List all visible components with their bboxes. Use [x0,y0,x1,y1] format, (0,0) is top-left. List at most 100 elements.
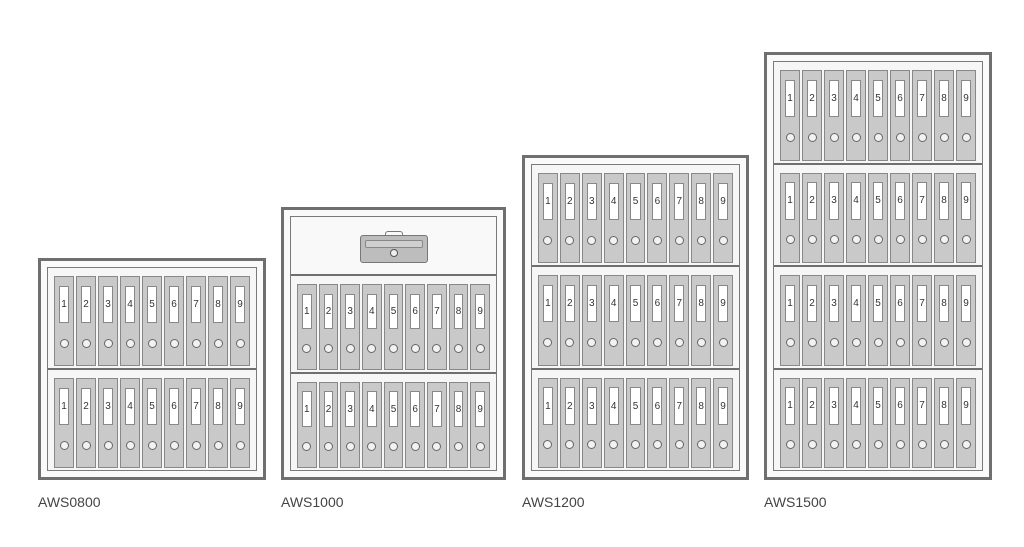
binder: 1 [780,275,800,366]
binder: 5 [625,377,646,468]
finger-hole-icon [917,235,927,245]
finger-hole-icon [565,338,575,348]
binder: 5 [868,70,888,161]
cash-box-lock [389,248,398,257]
finger-hole-icon [851,337,861,347]
binder: 7 [427,284,447,371]
finger-hole-icon [389,441,398,451]
binder-spine-label: 1 [784,182,796,220]
finger-hole-icon [785,440,795,450]
binder: 6 [405,382,426,468]
finger-hole-icon [829,235,839,245]
finger-hole-icon [961,337,971,347]
binder: 9 [956,275,976,366]
binder: 9 [956,377,976,468]
binder-spine-label: 6 [894,387,906,425]
finger-hole-icon [125,440,135,450]
finger-hole-icon [543,235,553,245]
binder: 2 [318,382,339,468]
binder-spine-label: 9 [718,387,729,425]
finger-hole-icon [587,440,597,450]
finger-hole-icon [169,440,179,450]
finger-hole-icon [631,235,640,245]
binder-spine-label: 2 [806,182,818,220]
binder: 4 [603,377,624,468]
binder: 4 [846,70,866,161]
finger-hole-icon [696,338,706,348]
binder-spine-label: 4 [608,387,619,425]
binder-spine-label: 2 [323,293,334,329]
finger-hole-icon [81,338,91,348]
binder: 7 [912,70,932,161]
binder-spine-label: 2 [564,182,575,220]
finger-hole-icon [851,132,861,142]
binder: 6 [890,275,910,366]
binder: 5 [383,382,404,468]
binder: 2 [802,377,822,468]
finger-hole-icon [873,440,883,450]
finger-hole-icon [609,235,619,245]
finger-hole-icon [718,440,728,450]
binder: 5 [868,275,888,366]
binder: 9 [470,382,491,468]
binder-spine-label: 3 [345,391,356,427]
binder: 9 [713,377,734,468]
finger-hole-icon [454,343,464,353]
binder-spine-label: 7 [190,387,202,425]
cash-box-compartment [291,217,496,277]
binder-spine-label: 4 [608,182,619,220]
binder: 2 [802,172,822,263]
finger-hole-icon [718,235,728,245]
binder-spine-label: 7 [431,391,442,427]
binder-spine-label: 1 [784,284,796,322]
binder-spine-label: 5 [630,285,641,323]
finger-hole-icon [807,132,817,142]
binder: 3 [340,284,360,371]
binder-spine-label: 9 [960,387,972,425]
finger-hole-icon [587,338,597,348]
binder-spine-label: 4 [366,391,377,427]
binder: 8 [208,378,228,468]
finger-hole-icon [543,440,553,450]
binder: 8 [448,284,469,371]
binder: 8 [934,172,954,263]
finger-hole-icon [652,235,662,245]
finger-hole-icon [609,440,619,450]
binder-spine-label: 7 [916,284,928,322]
binder-spine-label: 5 [872,387,884,425]
finger-hole-icon [565,440,575,450]
binder-spine-label: 8 [212,285,224,323]
binder: 3 [824,172,844,263]
binder-spine-label: 4 [124,387,136,425]
binder: 5 [142,378,162,468]
binder: 6 [890,70,910,161]
finger-hole-icon [235,440,245,450]
finger-hole-icon [323,343,333,353]
binder: 2 [559,275,580,366]
binder: 7 [427,382,447,468]
finger-hole-icon [807,235,817,245]
binder-spine-label: 6 [652,387,663,425]
binder-spine-label: 6 [168,387,180,425]
binder: 2 [559,377,580,468]
finger-hole-icon [345,343,355,353]
finger-hole-icon [939,235,949,245]
finger-hole-icon [895,235,905,245]
finger-hole-icon [235,338,245,348]
binder-spine-label: 5 [146,285,158,323]
binder: 8 [934,275,954,366]
finger-hole-icon [59,440,69,450]
binder: 2 [318,284,339,371]
binder-spine-label: 5 [388,391,399,427]
finger-hole-icon [873,235,883,245]
finger-hole-icon [851,440,861,450]
binder: 8 [691,377,712,468]
binder-spine-label: 9 [960,284,972,322]
binder: 4 [120,378,140,468]
binder: 8 [208,276,228,366]
binder: 2 [802,70,822,161]
